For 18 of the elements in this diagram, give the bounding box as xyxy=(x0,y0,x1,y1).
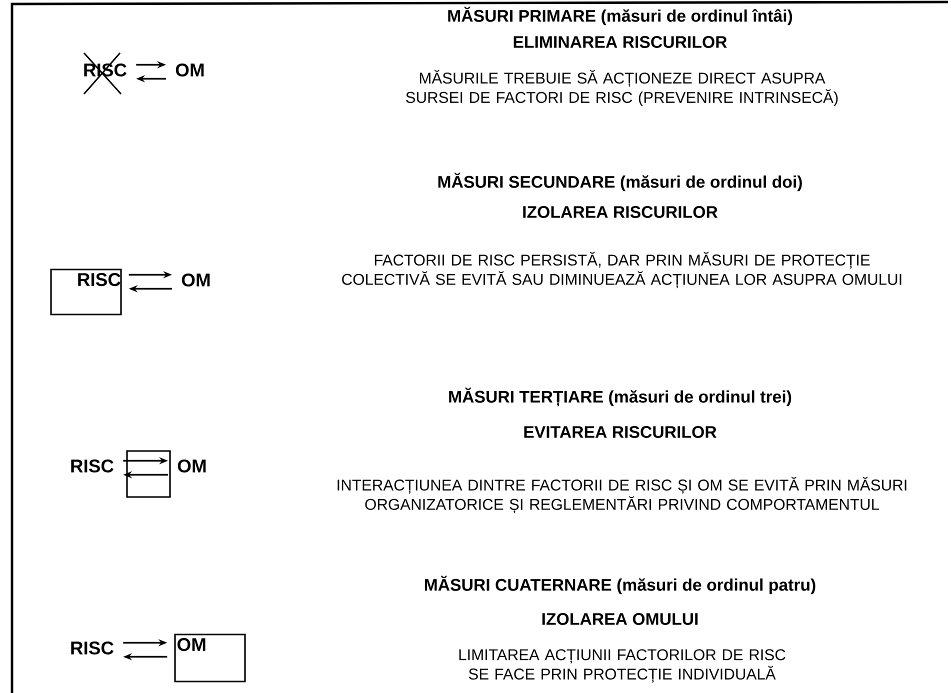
description-text: MĂSURILE TREBUIE SĂ ACȚIONEZE DIRECT ASUPRA SURSEI DE FACTORI DE RISC (PREVENIRE INTRINSECĂ) xyxy=(406,70,838,106)
section-heading: MĂSURI SECUNDARE (măsuri de ordinul doi) xyxy=(438,172,802,192)
description-text: FACTORII DE RISC PERSISTĂ, DAR PRIN MĂSURI DE PROTECȚIE COLECTIVĂ SE EVITĂ SAU DIMINUEAZĂ ACȚIUNEA LOR ASUPRA OMULUI xyxy=(342,252,902,288)
node-text: RISC xyxy=(71,459,114,473)
node-text: RISC xyxy=(71,641,114,655)
section-subheading: IZOLAREA OMULUI xyxy=(542,613,698,625)
description-text: INTERACȚIUNEA DINTRE FACTORII DE RISC ȘI OM SE EVITĂ PRIN MĂSURI ORGANIZATORICE ȘI REGLEMENTĂRI PRIVIND COMPORTAMENTUL xyxy=(338,476,906,514)
node-text: OM xyxy=(178,459,206,473)
section-subheading: IZOLAREA RISCURILOR xyxy=(523,206,718,218)
description-text: LIMITAREA ACȚIUNII FACTORILOR DE RISC SE FACE PRIN PROTECȚIE INDIVIDUALĂ xyxy=(459,649,786,683)
node-text: OM xyxy=(182,273,210,287)
text-box: OM xyxy=(174,634,246,682)
section-heading: MĂSURI CUATERNARE (măsuri de ordinul patru) xyxy=(424,576,816,594)
node-text: OM xyxy=(176,63,204,77)
section-heading: MĂSURI PRIMARE (măsuri de ordinul întâi) xyxy=(448,6,792,26)
section-subheading: ELIMINAREA RISCURILOR xyxy=(514,36,727,48)
section-subheading: EVITAREA RISCURILOR xyxy=(524,426,716,438)
section-heading: MĂSURI TERȚIARE (măsuri de ordinul trei) xyxy=(449,388,792,406)
